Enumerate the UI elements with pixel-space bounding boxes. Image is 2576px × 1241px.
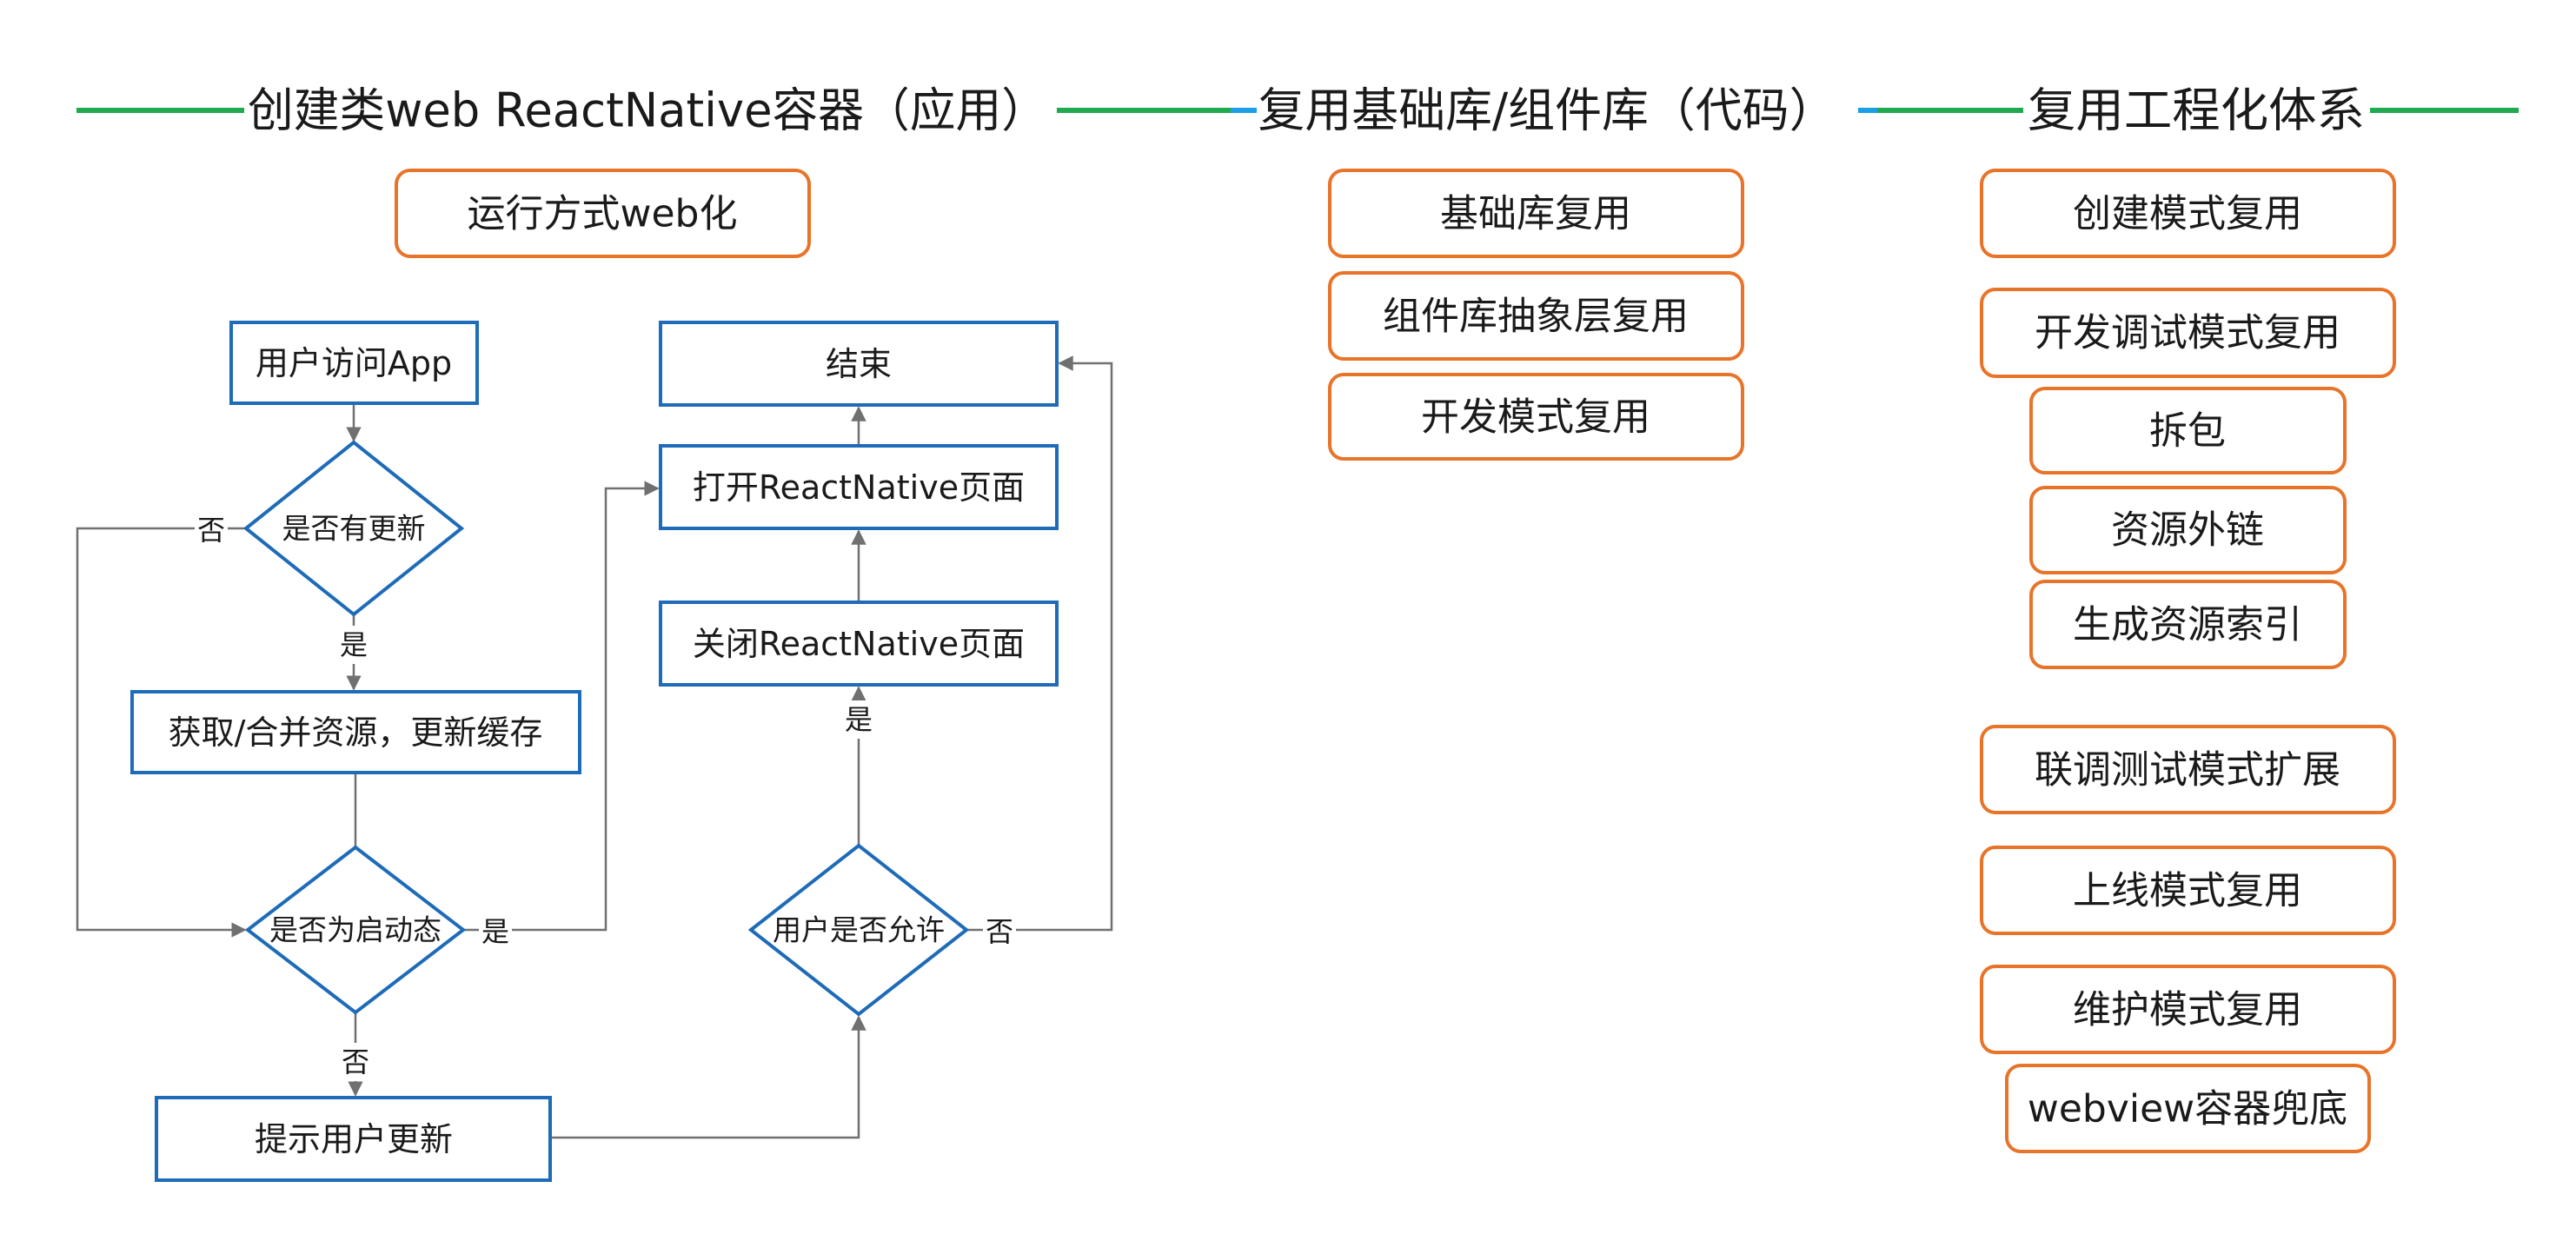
node-user-visit-app: 用户访问App — [229, 321, 479, 405]
node-prompt-update: 提示用户更新 — [155, 1096, 552, 1182]
edge-prompt-to-allow — [550, 1015, 866, 1139]
flowchart-edge-labels: 否 是 是 否 是 否 — [195, 511, 1016, 1081]
engineering-subitem-label: 拆包 — [2149, 409, 2226, 454]
decision-is-startup: 是否为启动态 — [244, 845, 467, 1015]
node-open-rn: 打开ReactNative页面 — [659, 444, 1059, 530]
engineering-item: 维护模式复用 — [1980, 965, 2396, 1054]
section-title-engineering: 复用工程化体系 — [2028, 83, 2365, 138]
edge-allow-no-to-end — [966, 355, 1113, 932]
code-item: 组件库抽象层复用 — [1328, 271, 1744, 361]
decision-has-update: 是否有更新 — [242, 440, 465, 617]
engineering-subitem: 拆包 — [2029, 387, 2347, 474]
engineering-item: 上线模式复用 — [1980, 846, 2396, 935]
edge-label-has-update-yes: 是 — [340, 628, 368, 661]
edge-label-has-update-no: 否 — [197, 514, 225, 547]
edge-label-is-startup-yes: 是 — [481, 915, 509, 948]
engineering-item: 创建模式复用 — [1980, 169, 2396, 258]
engineering-subitem-label: 资源外链 — [2111, 508, 2264, 553]
decision-has-update-label: 是否有更新 — [282, 512, 426, 546]
edge-startup-yes-to-open — [463, 481, 660, 932]
engineering-item-label: 创建模式复用 — [2073, 192, 2302, 236]
engineering-item: 联调测试模式扩展 — [1980, 725, 2396, 814]
node-prompt-update-label: 提示用户更新 — [255, 1120, 453, 1158]
engineering-subitem: 资源外链 — [2029, 486, 2347, 574]
engineering-item-label: 维护模式复用 — [2073, 988, 2302, 1032]
code-item-label: 组件库抽象层复用 — [1383, 295, 1689, 339]
node-fetch-merge-label: 获取/合并资源，更新缓存 — [169, 713, 543, 752]
node-open-rn-label: 打开ReactNative页面 — [693, 468, 1025, 507]
code-item: 基础库复用 — [1328, 169, 1744, 258]
engineering-item-label: 上线模式复用 — [2073, 869, 2302, 913]
node-close-rn-label: 关闭ReactNative页面 — [693, 625, 1025, 663]
edge-label-user-allow-yes: 是 — [845, 703, 873, 736]
engineering-subitem: 生成资源索引 — [2029, 580, 2347, 669]
engineering-item-label: webview容器兜底 — [2028, 1087, 2347, 1132]
code-item: 开发模式复用 — [1328, 373, 1744, 461]
edge-update-no-to-startup — [76, 527, 247, 938]
engineering-section: 创建模式复用 开发调试模式复用 拆包 资源外链 生成资源索引 联调测试模式扩展 … — [1980, 169, 2396, 1153]
engineering-subitem-label: 生成资源索引 — [2073, 603, 2302, 647]
decision-is-startup-label: 是否为启动态 — [269, 913, 442, 947]
code-section: 基础库复用 组件库抽象层复用 开发模式复用 — [1328, 169, 1744, 461]
edge-label-is-startup-no: 否 — [342, 1045, 369, 1078]
node-user-visit-app-label: 用户访问App — [256, 344, 452, 382]
section-title-code: 复用基础库/组件库（代码） — [1258, 83, 1836, 138]
flowchart-nodes: 用户访问App 是否有更新 获取/合并资源，更新缓存 是否为启动态 提示用户更新… — [130, 321, 1059, 1182]
engineering-item: 开发调试模式复用 — [1980, 288, 2396, 378]
header-row: 创建类web ReactNative容器（应用） 复用基础库/组件库（代码） 复… — [76, 83, 2519, 138]
node-end-label: 结束 — [826, 345, 892, 383]
node-fetch-merge: 获取/合并资源，更新缓存 — [130, 690, 581, 774]
engineering-item-label: 开发调试模式复用 — [2035, 311, 2340, 355]
node-close-rn: 关闭ReactNative页面 — [659, 601, 1059, 687]
engineering-item-label: 联调测试模式扩展 — [2035, 748, 2340, 793]
decision-user-allow: 用户是否允许 — [747, 843, 970, 1017]
section-title-app: 创建类web ReactNative容器（应用） — [248, 83, 1047, 138]
runtime-box-label: 运行方式web化 — [468, 192, 738, 236]
node-end: 结束 — [659, 321, 1059, 407]
runtime-box: 运行方式web化 — [395, 169, 811, 258]
code-item-label: 开发模式复用 — [1421, 395, 1650, 440]
decision-user-allow-label: 用户是否允许 — [773, 913, 945, 947]
edge-label-user-allow-no: 否 — [986, 915, 1013, 948]
code-item-label: 基础库复用 — [1440, 192, 1631, 236]
engineering-item: webview容器兜底 — [2005, 1064, 2371, 1153]
